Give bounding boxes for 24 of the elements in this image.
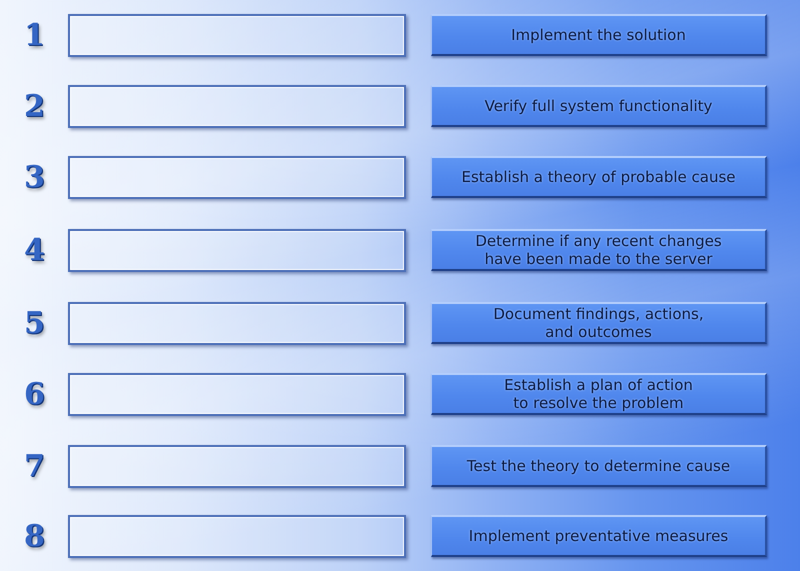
answer-box: [68, 302, 406, 345]
step-card: Establish a plan of action to resolve the problem: [431, 373, 767, 415]
step-card: Verify full system functionality: [431, 85, 767, 127]
answer-box: [68, 85, 406, 128]
row-number: 5: [24, 308, 45, 340]
answer-box: [68, 156, 406, 199]
answer-box: [68, 445, 406, 488]
step-card: Determine if any recent changes have been made to the server: [431, 229, 767, 271]
row-number: 6: [24, 379, 45, 411]
step-card: Implement preventative measures: [431, 515, 767, 557]
answer-box: [68, 229, 406, 272]
step-card: Document findings, actions, and outcomes: [431, 302, 767, 344]
answer-box: [68, 14, 406, 57]
row-number: 4: [24, 235, 45, 267]
answer-box: [68, 515, 406, 558]
row-number: 8: [24, 521, 45, 553]
answer-box: [68, 373, 406, 416]
row-number: 7: [24, 451, 45, 483]
step-card: Test the theory to determine cause: [431, 445, 767, 487]
row-number: 2: [24, 91, 45, 123]
row-number: 3: [24, 162, 45, 194]
row-number: 1: [24, 20, 45, 52]
step-card: Implement the solution: [431, 14, 767, 56]
step-card: Establish a theory of probable cause: [431, 156, 767, 198]
